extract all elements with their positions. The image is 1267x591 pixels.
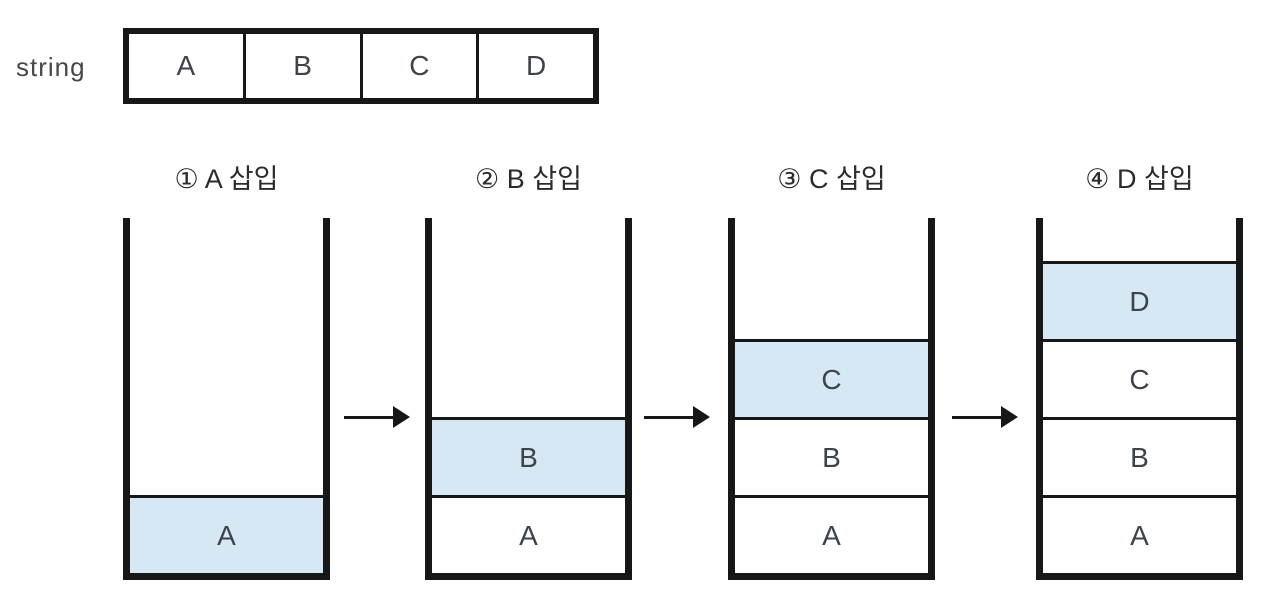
stack-cell: B <box>432 417 625 495</box>
arrow-shaft <box>952 415 1003 419</box>
array-cell-a: A <box>176 50 196 81</box>
array-cell-b: B <box>242 34 360 98</box>
array-cell-c: C <box>359 34 477 98</box>
step-label-3: ③ C 삽입 <box>777 164 886 194</box>
step-label-2: ② B 삽입 <box>475 164 582 194</box>
stack-cell: A <box>432 495 625 573</box>
arrow-shaft <box>644 415 695 419</box>
stack-step-4: D C B A <box>1036 218 1243 580</box>
stack-cell: C <box>1043 339 1236 417</box>
stack-cell: B <box>735 417 928 495</box>
stack-step-2: B A <box>425 218 632 580</box>
arrow-right-icon <box>644 406 710 428</box>
string-array: A B C D <box>123 28 599 104</box>
stack-cell: D <box>1043 261 1236 339</box>
stack-cell: A <box>1043 495 1236 573</box>
arrow-head <box>1001 406 1018 428</box>
stack-cell: A <box>130 495 323 573</box>
stack-step-1: A <box>123 218 330 580</box>
stack-cell: B <box>1043 417 1236 495</box>
stack-cell: C <box>735 339 928 417</box>
arrow-shaft <box>344 415 395 419</box>
arrow-head <box>393 406 410 428</box>
array-label: string <box>16 52 86 82</box>
array-cell-d: D <box>476 34 593 98</box>
arrow-head <box>693 406 710 428</box>
stack-cell: A <box>735 495 928 573</box>
arrow-right-icon <box>952 406 1018 428</box>
stack-step-3: C B A <box>728 218 935 580</box>
step-label-4: ④ D 삽입 <box>1085 164 1194 194</box>
step-label-1: ① A 삽입 <box>174 164 279 194</box>
arrow-right-icon <box>344 406 410 428</box>
